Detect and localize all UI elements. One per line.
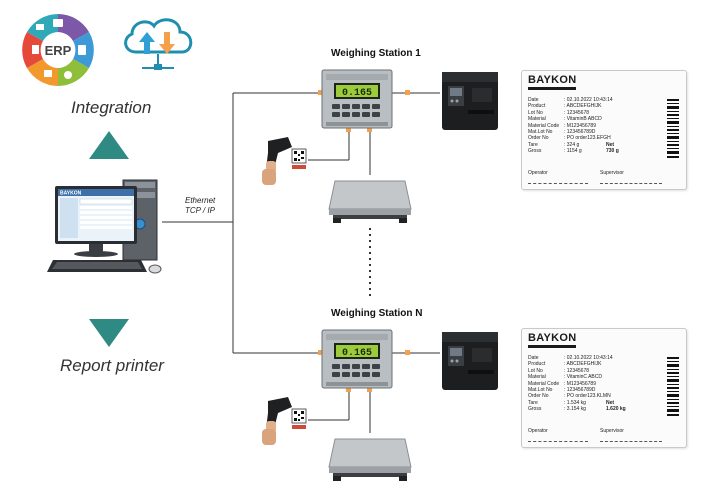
station-1-barcode-scanner [262,137,307,185]
label-row: Material: VitaminB ABCD [528,116,602,123]
station-n-platform-scale [328,438,412,481]
label-row: Product: ABCDEFGHIJK [528,361,602,368]
label-supervisor: Supervisor [600,428,624,434]
station-1-label-printer [442,72,498,130]
station-n-indicator-terminal: 0.165 [321,329,393,389]
pc-screen-brand: BAYKON [60,191,82,197]
station-1-weighing-label: BAYKON Date: 02.10.2022 10:43:14 Product… [521,70,687,190]
station-n-label-printer [442,332,498,390]
supervisor-signature-line [600,183,662,184]
station-n-weighing-label: BAYKON Date: 02.10.2022 10:43:14 Product… [521,328,687,448]
label-row: Date: 02.10.2022 10:43:14 [528,355,613,361]
label-row: Order No: PO order123.KLMN [528,393,611,400]
station-1-display-value: 0.165 [342,88,372,99]
station-n-title: Weighing Station N [331,308,423,319]
cloud-sync-icon [124,18,193,70]
label-barcode [667,357,679,416]
label-supervisor: Supervisor [600,170,624,176]
station-n-barcode-scanner [262,397,307,445]
label-row: Material: VitaminC ABCD [528,374,602,381]
label-row: Date: 02.10.2022 10:43:14 [528,97,613,103]
label-row: Product: ABCDEFGHIJK [528,103,602,110]
station-n-display-value: 0.165 [342,348,372,359]
pc-workstation-icon: BAYKON [47,179,162,274]
arrow-down-icon [89,319,129,347]
label-row: Lot No: 12345678 [528,109,590,116]
ethernet-label: Ethernet TCP / IP [185,196,215,216]
label-row: Order No: PO order123.EFGH [528,135,611,142]
label-row: Lot No: 12345678 [528,367,590,374]
integration-label: Integration [71,98,152,117]
label-brand: BAYKON [528,74,577,86]
label-brand: BAYKON [528,332,577,344]
label-row: Mat.Lot No: 123456789D [528,129,596,136]
arrow-up-icon [89,131,129,159]
label-barcode [667,99,679,158]
label-fields: Date: 02.10.2022 10:43:14 Product: ABCDE… [528,355,626,413]
operator-signature-line [528,441,588,442]
ethernet-line2: TCP / IP [185,206,215,215]
label-row: Mat.Lot No: 123456789D [528,387,596,394]
station-1-title: Weighing Station 1 [331,48,421,59]
label-row: Material Code: M123456789 [528,122,596,129]
label-operator: Operator [528,170,548,176]
operator-signature-line [528,183,588,184]
ethernet-line1: Ethernet [185,196,216,205]
label-brand-bar [528,345,576,348]
supervisor-signature-line [600,441,662,442]
erp-icon: ERP [22,14,94,86]
station-1-indicator-terminal: 0.165 [321,69,393,129]
report-printer-label: Report printer [60,356,164,375]
station-1-platform-scale [328,180,412,223]
label-brand-bar [528,87,576,90]
erp-text: ERP [45,43,72,58]
label-row: Material Code: M123456789 [528,380,596,387]
label-fields: Date: 02.10.2022 10:43:14 Product: ABCDE… [528,97,619,155]
label-operator: Operator [528,428,548,434]
